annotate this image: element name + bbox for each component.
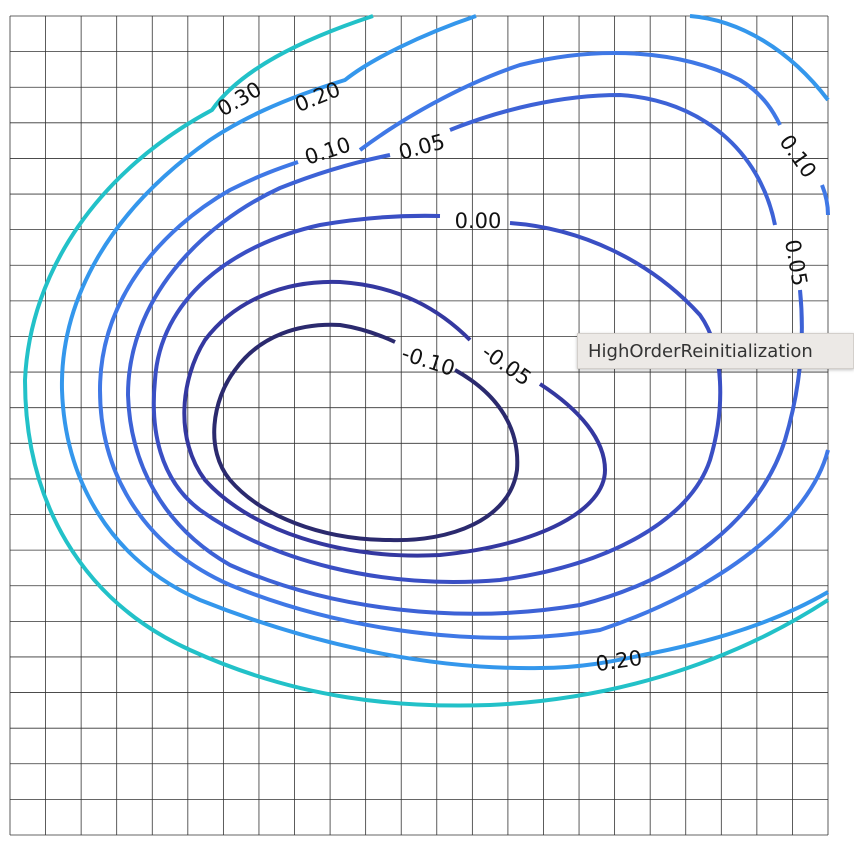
contour-line-0.10	[97, 51, 830, 640]
contour-line-0.00	[151, 213, 723, 584]
contour-line-neg-0.10	[212, 322, 520, 543]
contour-label: 0.10	[775, 130, 821, 182]
contour-label: -0.05	[477, 340, 535, 391]
contour-lines	[22, 14, 830, 708]
contour-line-0.05	[125, 92, 804, 616]
grid-lines	[9, 15, 829, 836]
contour-line-neg-0.05	[182, 279, 608, 558]
contour-line-0.20-right	[689, 14, 830, 102]
contour-label: 0.20	[291, 77, 343, 117]
contour-label: 0.05	[396, 129, 447, 164]
tooltip: HighOrderReinitialization	[577, 333, 854, 369]
contour-line-0.20	[59, 14, 830, 671]
contour-label: 0.05	[780, 238, 812, 288]
contour-line-0.30	[22, 14, 830, 708]
contour-label: -0.10	[399, 341, 458, 381]
contour-label: 0.20	[594, 646, 644, 676]
contour-label: 0.00	[455, 209, 502, 233]
